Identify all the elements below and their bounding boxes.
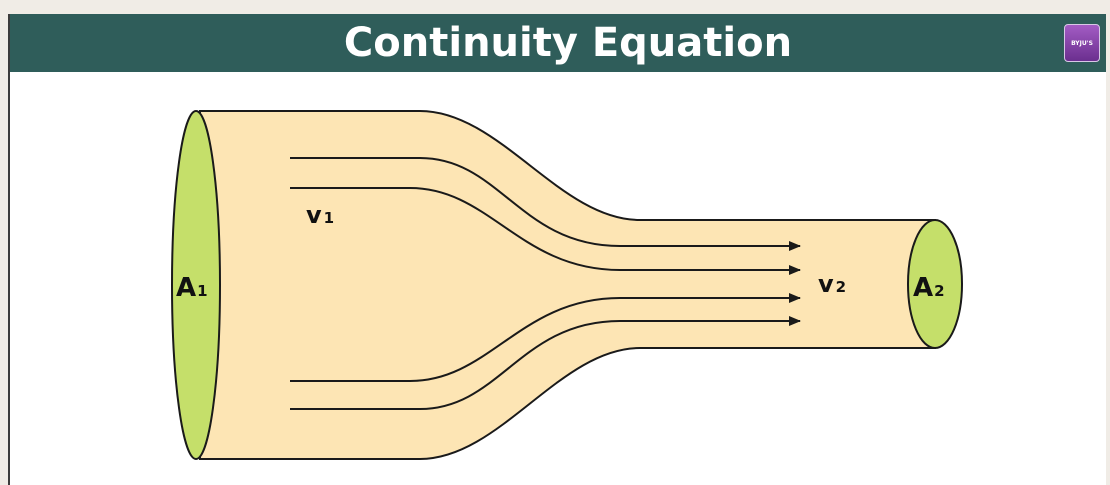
opening-a2 (907, 219, 963, 349)
streamline-3 (290, 293, 801, 382)
page-title: Continuity Equation (343, 20, 793, 66)
logo-text: BYJU'S (1071, 39, 1093, 47)
label-a2: A2 (913, 273, 945, 303)
label-a1: A1 (176, 273, 208, 303)
title-bar: Continuity Equation BYJU'S (10, 14, 1106, 72)
byjus-logo: BYJU'S (1064, 24, 1100, 62)
streamline-2 (290, 187, 801, 275)
streamline-1 (290, 157, 801, 251)
streamline-4 (290, 316, 801, 410)
opening-a1 (171, 110, 221, 460)
